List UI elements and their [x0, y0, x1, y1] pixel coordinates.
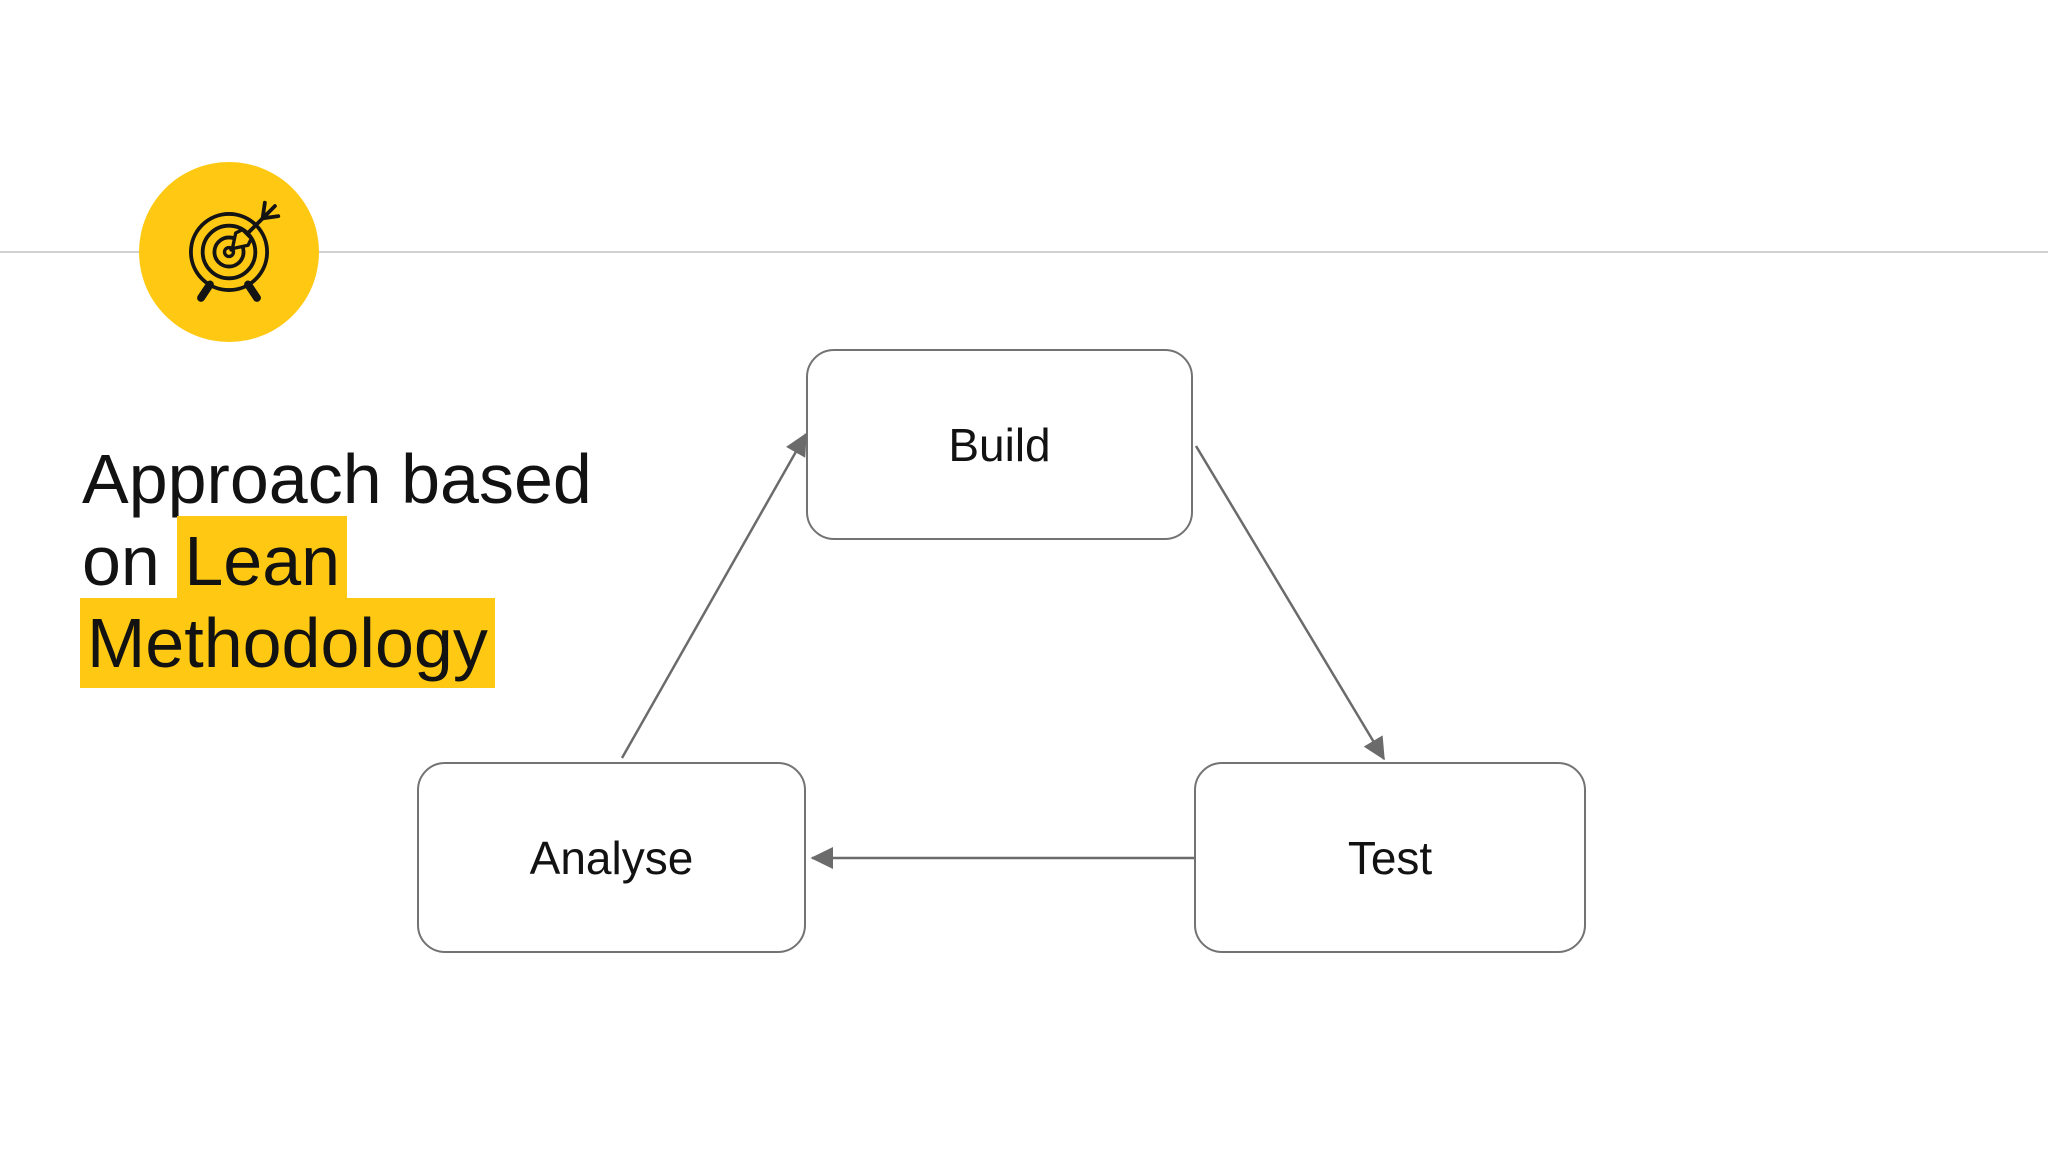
arrow-build-to-test: [1194, 445, 1386, 761]
diagram-node-analyse: Analyse: [417, 762, 806, 953]
accent-circle: [139, 162, 319, 342]
title-highlight-methodology: Methodology: [80, 598, 495, 688]
diagram-node-test: Test: [1194, 762, 1586, 953]
node-analyse-label: Analyse: [529, 831, 694, 884]
title-highlight-lean: Lean: [177, 516, 348, 606]
arrow-analyse-to-build: [620, 432, 808, 759]
title-line1: Approach based: [82, 440, 592, 518]
target-dart-icon: [189, 200, 281, 302]
diagram-node-build: Build: [806, 349, 1193, 540]
divider-line: [0, 251, 2048, 253]
node-build-label: Build: [948, 418, 1051, 471]
title-line2-plain: on: [82, 522, 160, 600]
page-title: Approach based on Lean Methodology: [80, 438, 592, 688]
node-test-label: Test: [1347, 831, 1433, 884]
